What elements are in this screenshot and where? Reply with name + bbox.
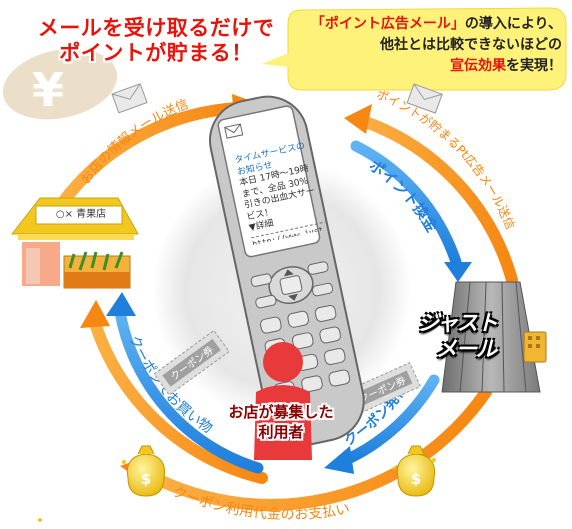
arrow-user-to-shop-outer [80, 300, 268, 484]
bubble-text: 「ポイント広告メール」の導入により、 他社とは比較できないほどの 宣伝効果を実現… [296, 14, 562, 77]
svg-text:$: $ [141, 470, 151, 488]
mobile-phone [208, 95, 365, 446]
user-figure [254, 342, 312, 460]
bubble-line2: 他社とは比較できないほどの [380, 37, 562, 53]
yen-icon: ¥ [32, 63, 64, 117]
brand-line1: ジャスト [418, 311, 498, 335]
money-bag-icon-right: $ [396, 445, 436, 497]
bubble-line1-rest: の導入により、 [464, 16, 562, 32]
bubble-highlight: 宣伝効果 [450, 58, 506, 74]
yen-background-blob [2, 48, 118, 120]
message-bubble [262, 7, 567, 91]
bubble-quote: 「ポイント広告メール」 [310, 16, 465, 32]
headline-line2: ポイントが貯まる！ [59, 41, 253, 65]
company-building [441, 281, 547, 393]
headline: メールを受け取るだけで ポイントが貯まる！ [6, 16, 306, 66]
label-point-ad-mail: ポイントが貯まるPt広告メール送信 [375, 87, 518, 231]
bubble-line3-rest: を実現！ [506, 58, 562, 74]
arrow-point-ad-mail [344, 104, 518, 286]
mail-icon-left [111, 83, 148, 114]
svg-text:$: $ [411, 470, 421, 488]
user-label: お店が募集した 利用者 [206, 402, 356, 442]
mail-icon-right [406, 83, 443, 114]
money-bag-icon-left: $ [126, 445, 166, 497]
user-label-line2: 利用者 [258, 423, 304, 441]
user-label-line1: お店が募集した [228, 403, 334, 421]
svg-text:¥: ¥ [32, 63, 64, 117]
shop-sign: ○× 青果店 [55, 209, 107, 220]
arrow-coupon-issue [324, 374, 440, 474]
shop-building [10, 197, 139, 289]
arrow-point-exchange [350, 140, 472, 282]
arrow-coupon-shopping [106, 292, 264, 474]
sparkle-decoration [38, 458, 436, 522]
brand-line2: メール [436, 337, 497, 361]
headline-line1: メールを受け取るだけで [37, 16, 275, 40]
